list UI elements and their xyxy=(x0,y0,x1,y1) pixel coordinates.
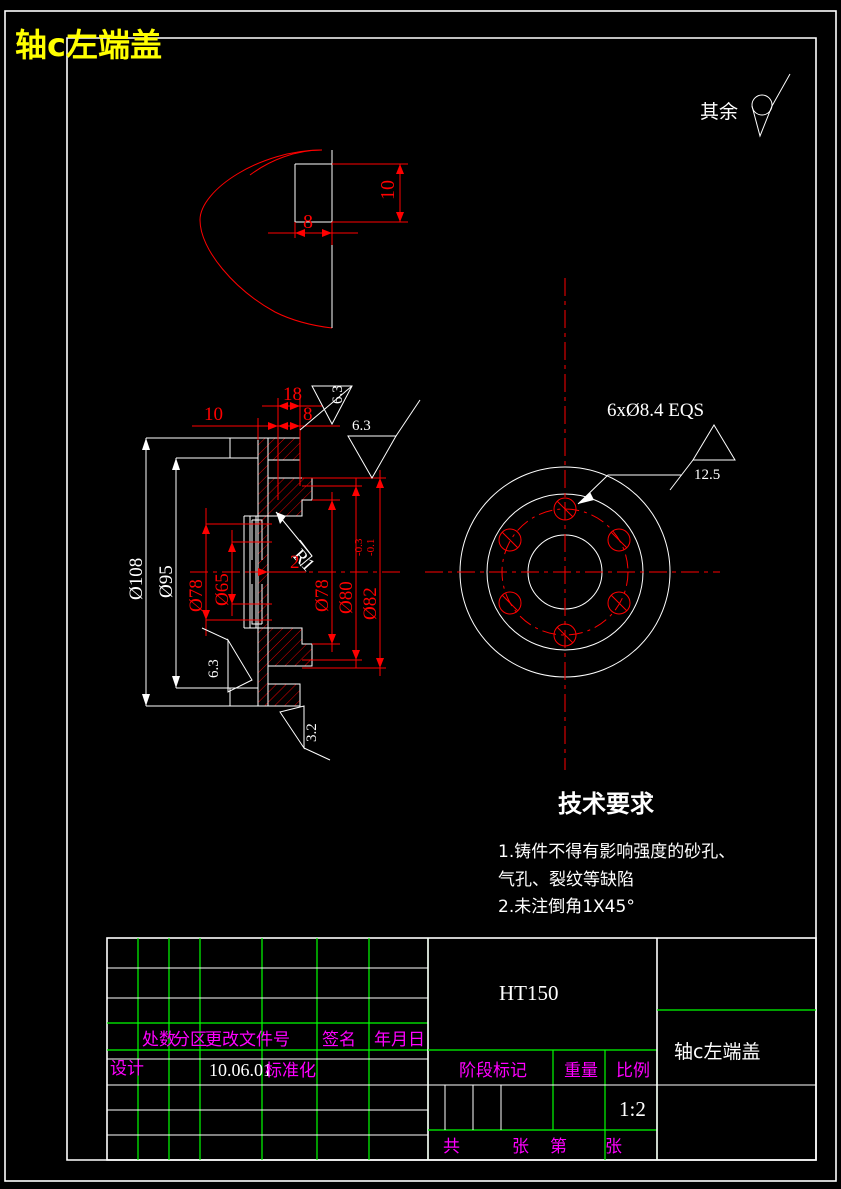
part-name-label: 轴c左端盖 xyxy=(674,1041,760,1063)
front-view-bolt-holes xyxy=(498,497,631,647)
sheet-index-unit: 张 xyxy=(605,1137,622,1157)
tech-requirements: 技术要求 1.铸件不得有影响强度的砂孔、 气孔、裂纹等缺陷 2.未注倒角1X45… xyxy=(498,790,735,917)
tech-requirements-heading: 技术要求 xyxy=(558,790,654,818)
rev-header-0: 处数 xyxy=(142,1030,176,1050)
weight-label: 重量 xyxy=(564,1061,598,1081)
dim-d78-left: Ø78 xyxy=(186,508,272,636)
dim-10: 10 xyxy=(192,404,278,440)
roughness-symbol-6p3-mid: 6.3 xyxy=(347,399,421,480)
dim-d80-label: Ø80 xyxy=(336,581,357,614)
hole-callout-label: 6xØ8.4 EQS xyxy=(607,400,704,421)
rev-header-3: 签名 xyxy=(322,1030,356,1050)
scale-value: 1:2 xyxy=(619,1097,646,1121)
chamfer-note-2: 2 xyxy=(250,552,306,576)
tech-requirements-line-2: 2.未注倒角1X45° xyxy=(498,897,635,917)
dim-d95: Ø95 xyxy=(156,457,258,689)
sheet-outer-border xyxy=(4,10,837,1182)
roughness-symbol-3p2: 3.2 xyxy=(279,705,331,761)
dim-10-label: 10 xyxy=(204,404,223,425)
sheet-total-unit: 张 xyxy=(512,1137,529,1157)
dim-d108: Ø108 xyxy=(126,437,230,707)
roughness-symbol-6p3-top: 6.3 xyxy=(299,385,353,431)
standardize-label: 标准化 xyxy=(265,1061,316,1081)
design-label: 设计 xyxy=(110,1059,144,1079)
scale-label: 比例 xyxy=(616,1061,650,1081)
dim-d82-tol-lower: -0.1 xyxy=(365,539,377,556)
dim-18-label: 18 xyxy=(283,384,302,405)
roughness-6p3-bottom-label: 6.3 xyxy=(206,659,222,678)
detail-dim-10-label: 10 xyxy=(377,180,399,200)
dim-d78-right-label: Ø78 xyxy=(312,579,333,612)
design-date: 10.06.01 xyxy=(209,1060,272,1080)
sheet-title-yellow: 轴c左端盖 xyxy=(15,26,162,64)
roughness-symbol-6p3-bottom: 6.3 xyxy=(201,627,253,693)
dim-d78-right: Ø78 xyxy=(312,492,340,652)
title-block-grid xyxy=(106,937,817,1161)
dim-d82-tol-upper: -0.3 xyxy=(353,538,365,556)
dim-d82: Ø82 -0.3 -0.1 xyxy=(302,470,386,676)
dim-d82-label: Ø82 xyxy=(360,587,381,620)
dim-d65: Ø65 xyxy=(212,530,272,616)
detail-view-profile xyxy=(199,149,333,329)
rev-header-4: 年月日 xyxy=(374,1030,425,1050)
front-view-centerlines xyxy=(425,278,720,770)
tech-requirements-line-1: 气孔、裂纹等缺陷 xyxy=(498,870,634,890)
dim-8-label: 8 xyxy=(303,404,313,425)
roughness-6p3-mid-label: 6.3 xyxy=(352,418,371,434)
roughness-12p5-label: 12.5 xyxy=(694,467,720,483)
general-roughness-label: 其余 xyxy=(700,101,738,123)
general-roughness-symbol xyxy=(751,73,791,138)
dim-d108-label: Ø108 xyxy=(126,558,147,600)
roughness-3p2-label: 3.2 xyxy=(304,723,320,742)
detail-dim-8-label: 8 xyxy=(303,211,313,233)
sheet-total-prefix: 共 xyxy=(443,1137,460,1157)
detail-view-dim-10: 10 xyxy=(332,163,408,223)
dim-d80: Ø80 xyxy=(302,478,362,668)
rev-header-2: 更改文件号 xyxy=(205,1030,290,1050)
dim-18: 18 xyxy=(262,384,322,440)
tech-requirements-line-0: 1.铸件不得有影响强度的砂孔、 xyxy=(498,842,735,862)
roughness-symbol-12p5: 12.5 xyxy=(669,424,736,491)
sheet-inner-frame xyxy=(66,37,817,1161)
chamfer-note-label: 2 xyxy=(290,552,300,573)
stage-label: 阶段标记 xyxy=(459,1061,527,1081)
rev-header-1: 分区 xyxy=(173,1030,207,1050)
dim-d65-label: Ø65 xyxy=(212,573,233,606)
sheet-index-prefix: 第 xyxy=(550,1137,567,1157)
material-label: HT150 xyxy=(499,981,559,1005)
roughness-6p3-top-label: 6.3 xyxy=(330,385,346,404)
hole-callout: 6xØ8.4 EQS xyxy=(577,400,704,505)
dim-d95-label: Ø95 xyxy=(156,565,177,598)
detail-view-dim-8: 8 xyxy=(268,211,358,245)
dim-d78-left-label: Ø78 xyxy=(186,579,207,612)
title-block-text: 处数 分区 更改文件号 签名 年月日 设计 10.06.01 标准化 HT150… xyxy=(110,981,760,1157)
